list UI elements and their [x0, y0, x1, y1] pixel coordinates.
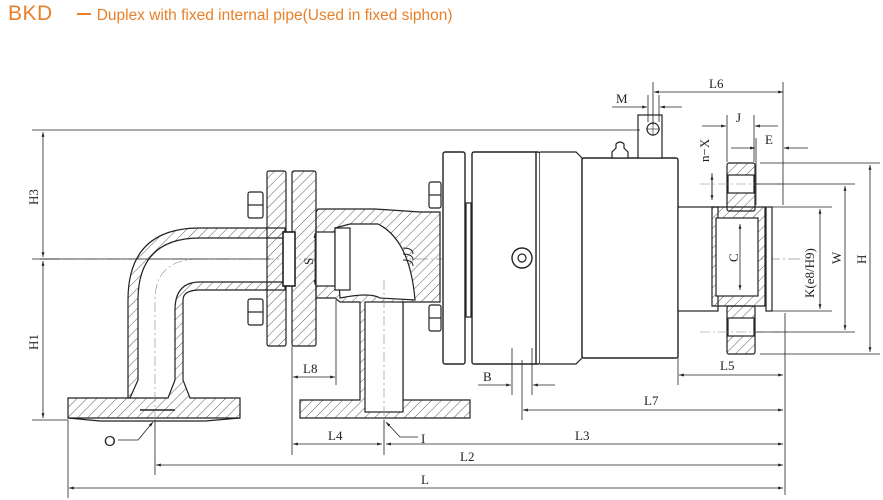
title-dash [76, 12, 91, 16]
model-code: BKD [8, 2, 53, 25]
dim-label-b: B [483, 369, 492, 384]
flange-pair [247, 170, 317, 347]
dim-label-nx: n−X [697, 138, 712, 162]
dim-label-h1: H1 [26, 334, 41, 350]
dim-label-h3: H3 [26, 189, 41, 205]
model-description: Duplex with fixed internal pipe(Used in … [96, 7, 453, 24]
dim-label-m: M [616, 91, 628, 106]
dimension-lines [32, 82, 880, 498]
dim-label-l7: L7 [644, 393, 659, 408]
dim-label-w: W [829, 251, 844, 264]
dim-label-h: H [854, 255, 869, 264]
dim-label-j: J [736, 110, 741, 125]
inlet-body [299, 208, 471, 425]
joint-housing [428, 114, 679, 365]
dim-label-s: S [301, 258, 316, 265]
page-title: BKD Duplex with fixed internal pipe(Used … [8, 2, 453, 26]
dim-label-k: K(e8/H9) [802, 248, 817, 298]
dim-label-e: E [765, 132, 773, 147]
port-label-inlet: I [421, 431, 425, 446]
dim-label-l4: L4 [328, 428, 343, 443]
dim-label-l6: L6 [709, 76, 724, 91]
geometry [40, 114, 800, 425]
dim-label-l5: L5 [720, 358, 734, 373]
dim-label-l3: L3 [575, 428, 589, 443]
dim-label-l: L [421, 472, 429, 487]
dim-label-c: C [726, 253, 741, 262]
dim-label-l8: L8 [303, 361, 317, 376]
port-label-outlet: O [104, 433, 116, 450]
coupling-flange [677, 162, 790, 355]
dim-label-l2: L2 [460, 449, 474, 464]
